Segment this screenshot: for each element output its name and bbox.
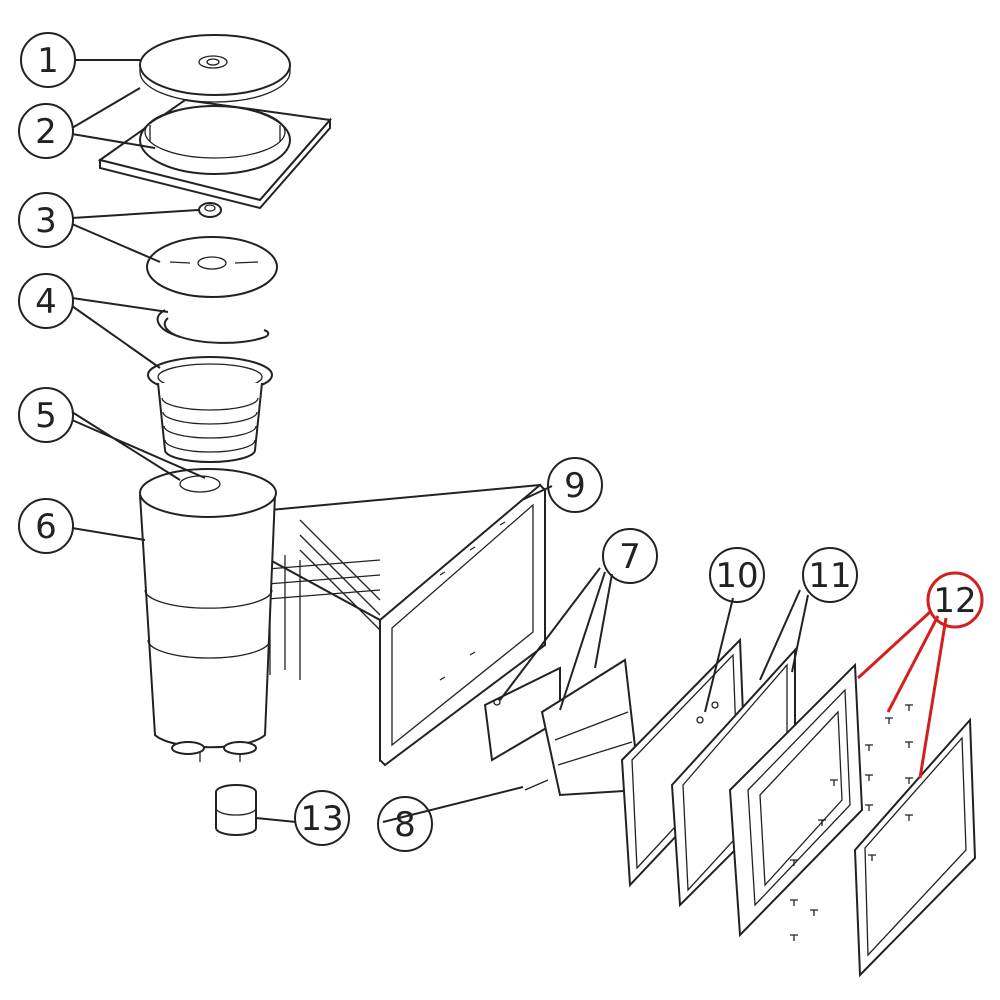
- callout-label-3: 3: [35, 201, 57, 241]
- callout-label-5: 5: [35, 396, 57, 436]
- callout-11: 11: [802, 547, 858, 603]
- leader-lines: [71, 59, 809, 823]
- callout-label-2: 2: [35, 112, 57, 152]
- part-adapter: [215, 784, 257, 836]
- callout-label-13: 13: [300, 799, 343, 839]
- callout-label-7: 7: [619, 537, 641, 577]
- part-skimmer-body: [139, 468, 546, 767]
- callout-label-12: 12: [933, 581, 976, 621]
- callout-8: 8: [377, 796, 433, 852]
- callout-3: 3: [18, 192, 74, 248]
- callout-7: 7: [602, 528, 658, 584]
- callout-2: 2: [18, 103, 74, 159]
- part-faceplate: [728, 662, 977, 978]
- callout-label-9: 9: [564, 466, 586, 506]
- callout-label-8: 8: [394, 805, 416, 845]
- callout-6: 6: [18, 498, 74, 554]
- leader-lines-highlight: [856, 610, 948, 779]
- callout-4: 4: [18, 273, 74, 329]
- part-plate-and-nut: [146, 202, 278, 298]
- part-basket-and-clip: [147, 309, 273, 463]
- callout-5: 5: [18, 387, 74, 443]
- callout-10: 10: [709, 547, 765, 603]
- callout-label-10: 10: [715, 556, 758, 596]
- callout-label-4: 4: [35, 282, 57, 322]
- callout-label-6: 6: [35, 507, 57, 547]
- callout-12: 12: [926, 571, 984, 629]
- callout-label-1: 1: [37, 41, 59, 81]
- part-deck-collar: [97, 98, 332, 210]
- part-screws: [790, 704, 913, 941]
- callout-9: 9: [547, 457, 603, 513]
- callout-label-11: 11: [808, 556, 851, 596]
- part-lid: [139, 34, 291, 103]
- callout-1: 1: [20, 32, 76, 88]
- callout-13: 13: [294, 790, 350, 846]
- part-weir-flap: [483, 658, 642, 797]
